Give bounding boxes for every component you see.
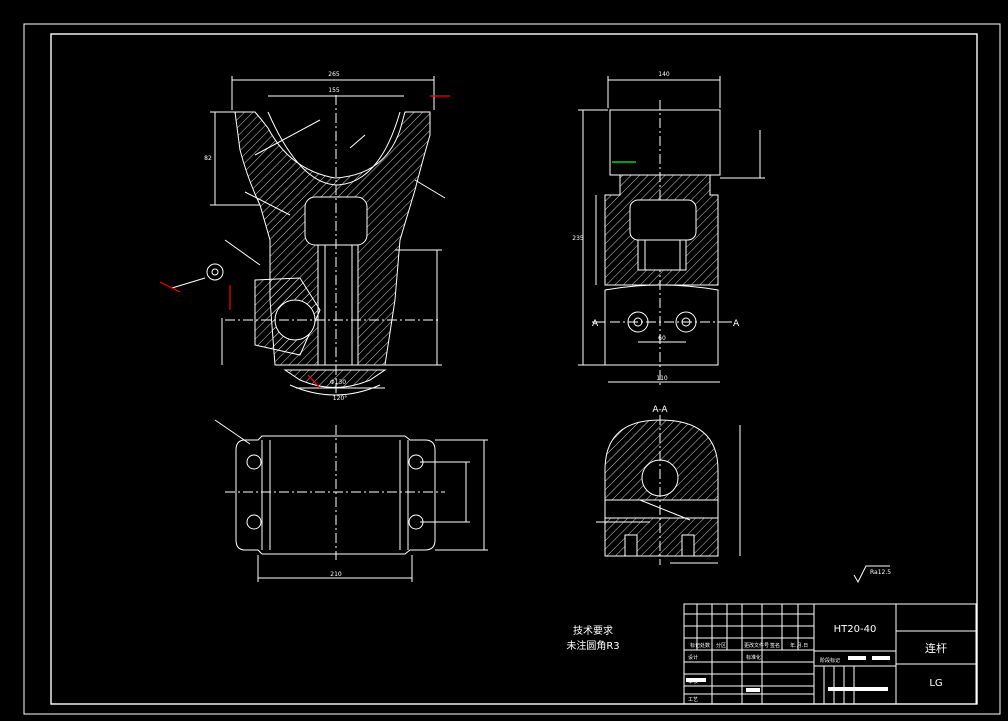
dim-top-width: 265: [328, 71, 340, 78]
notes-line1: 未注圆角R3: [566, 641, 620, 652]
dim-center-dist: 60: [658, 335, 666, 342]
tb-mark: 标记: [690, 642, 700, 649]
inner-border: [50, 33, 978, 705]
dim-bottom-width: 210: [330, 571, 342, 578]
front-view: [171, 76, 446, 396]
tb-count: 处数: [700, 642, 710, 649]
dim-angle: 120°: [333, 395, 347, 402]
tb-change-doc: 更改文件号: [744, 642, 769, 649]
dim-height-side: 235: [572, 235, 584, 242]
tb-zone: 分区: [716, 642, 726, 649]
roughness-note: Ra12.5: [870, 569, 891, 576]
dim-side-width: 140: [658, 71, 670, 78]
notes-title: 技术要求: [573, 626, 613, 637]
dim-height-left: 82: [204, 155, 212, 162]
dim-side-bottom: 110: [656, 375, 668, 382]
cut-label-left: A: [592, 319, 599, 329]
tb-date: 年.月.日: [790, 642, 808, 649]
cut-label-right: A: [733, 319, 740, 329]
material-label: HT20-40: [834, 624, 877, 635]
outer-border: [23, 23, 1001, 715]
tb-standard: 标准化: [746, 654, 761, 661]
dim-inner-width: 155: [328, 87, 340, 94]
top-hole-bl: [246, 514, 262, 530]
section-view: [596, 415, 741, 565]
side-top-block: [609, 109, 721, 176]
tb-process: 工艺: [688, 697, 698, 703]
section-label: A-A: [652, 405, 668, 415]
title-block: [683, 603, 977, 705]
top-hole-tl: [246, 454, 262, 470]
roughness-symbol: [853, 565, 890, 584]
top-view: [214, 419, 488, 582]
tb-checker: 审核: [688, 678, 698, 685]
part-name: 连杆: [925, 641, 947, 655]
side-view: [578, 76, 765, 385]
tb-designer: 设计: [688, 654, 698, 661]
technical-notes: 技术要求 未注圆角R3: [548, 624, 638, 654]
section-base: [604, 517, 719, 557]
drawing-number: LG: [929, 678, 942, 689]
tb-stage: 阶段标记: [820, 657, 840, 664]
red-annotations: [159, 95, 450, 389]
title-bar: [828, 687, 888, 691]
tb-sign: 签名: [770, 642, 780, 649]
front-bottom-arc: [283, 369, 387, 388]
top-view-outline: [235, 435, 436, 555]
dim-hole-dia: Φ130: [330, 379, 346, 386]
